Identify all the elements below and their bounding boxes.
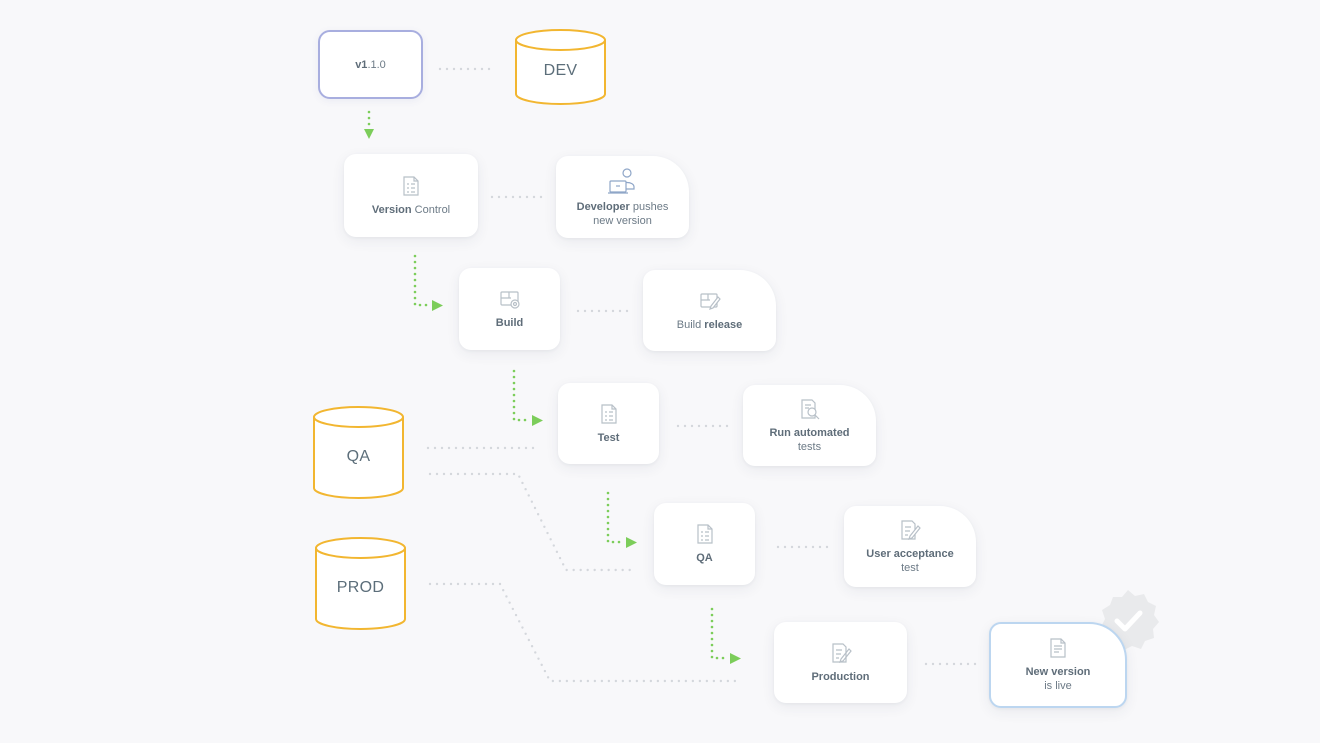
version-minor: .1.0 [367,58,386,71]
stage-version-control: Version Control [344,154,478,237]
note-label-rest: Build [676,318,705,331]
flow-qa-to-production [710,607,728,660]
version-major: v1 [355,58,368,71]
document-icon [1047,637,1069,659]
flow-arrowhead [626,537,637,548]
flow-build-to-test [512,369,530,422]
flow-arrowhead [730,653,741,664]
note-label-rest: pushes [629,200,669,213]
note-user-acceptance-test: User acceptance test [844,506,976,587]
checklist-document-icon [694,523,716,545]
stage-label: QA [696,552,713,564]
database-cylinder-icon [515,29,606,105]
note-label-bold: Run automated [769,426,850,439]
note-label-line2: new version [593,214,652,227]
edit-document-icon [899,519,921,541]
database-label: PROD [336,578,385,596]
flow-test-to-qa [606,491,624,544]
developer-laptop-icon [607,167,639,197]
database-prod: PROD [314,536,407,631]
note-new-version-live: New version is live [989,622,1127,708]
flow-arrowhead [432,300,443,311]
database-label: DEV [543,62,578,79]
note-label-bold: New version [1025,666,1091,678]
edit-document-icon [830,642,852,664]
stage-test: Test [558,383,659,464]
checklist-document-icon [400,175,422,197]
stage-label: Build [495,317,524,329]
note-label-line2: test [901,561,919,574]
stage-label: Test [597,431,620,444]
database-cylinder-icon [315,537,406,630]
note-label-bold: User acceptance [866,547,954,560]
note-label-bold: release [704,318,743,331]
flow-arrowhead [364,129,374,139]
stage-label: Production [811,670,870,683]
note-label-bold: Developer [576,200,630,213]
stage-production: Production [774,622,907,703]
note-run-automated-tests: Run automated tests [743,385,876,466]
version-tag: v1.1.0 [318,30,423,99]
database-dev: DEV [514,28,607,106]
note-label-line2: tests [797,440,822,453]
connector-prod-db-production [428,582,738,683]
note-build-release: Build release [643,270,776,351]
flow-control-to-build [413,254,430,307]
checklist-document-icon [598,403,620,425]
edit-board-icon [699,290,721,312]
flow-arrowhead [532,415,543,426]
connector-qa-db-qa [428,472,634,572]
build-gear-icon [499,288,521,310]
stage-build: Build [459,268,560,350]
database-label: QA [346,447,371,465]
stage-label-rest: Control [411,203,451,216]
database-qa: QA [312,405,405,500]
search-document-icon [799,398,821,420]
note-label-line2: is live [1044,680,1072,692]
stage-qa: QA [654,503,755,585]
note-developer-pushes: Developer pushes new version [556,156,689,238]
stage-label-bold: Version [371,203,412,216]
database-cylinder-icon [313,406,404,499]
